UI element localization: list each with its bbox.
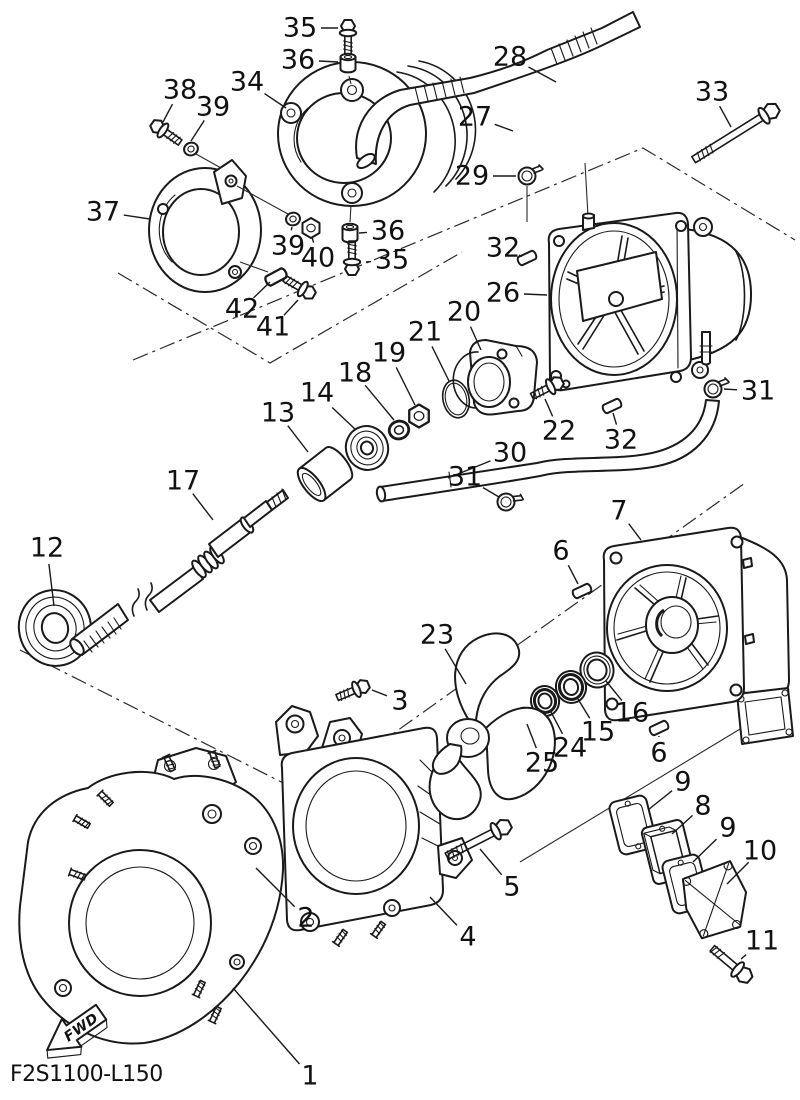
nut-40 <box>301 217 321 239</box>
leader-1 <box>232 987 301 1065</box>
bolt-3 <box>332 675 373 707</box>
bolt-35-top <box>338 18 358 55</box>
leader-17 <box>192 493 214 521</box>
pin-6-upper <box>570 581 594 601</box>
leader-28 <box>528 66 557 83</box>
hose-clamp-31-right <box>703 377 730 399</box>
leader-31 <box>723 388 738 391</box>
leader-24 <box>550 711 564 735</box>
leader-21 <box>431 346 450 382</box>
leader-42 <box>253 281 271 299</box>
leader-lines <box>48 27 750 1065</box>
leader-30 <box>447 460 491 479</box>
leader-22 <box>544 398 554 417</box>
spacer-13 <box>296 446 354 502</box>
leader-5 <box>479 848 503 876</box>
leader-8 <box>671 814 694 835</box>
impeller-housing-4 <box>275 705 473 948</box>
rear-housing-7 <box>602 526 794 745</box>
seal-15 <box>554 670 588 704</box>
leader-33 <box>718 105 732 128</box>
leader-39 <box>290 226 293 231</box>
pump-housing-26 <box>547 211 753 392</box>
o-ring-21 <box>441 379 471 419</box>
leader-27 <box>494 123 514 132</box>
impeller-23 <box>428 632 556 820</box>
leader-34 <box>264 93 287 109</box>
leader-14 <box>331 406 357 431</box>
leader-36 <box>358 231 368 234</box>
leader-41 <box>283 299 299 316</box>
bolt-38 <box>146 115 186 151</box>
leader-31 <box>482 486 500 498</box>
leader-20 <box>469 326 482 351</box>
hose-27-28 <box>355 11 641 170</box>
leader-25 <box>526 723 537 749</box>
seal-24 <box>529 685 561 717</box>
leader-39 <box>190 120 205 142</box>
leader-2 <box>255 867 296 908</box>
leader-6 <box>567 564 579 585</box>
leader-18 <box>364 384 395 421</box>
leader-3 <box>371 689 388 697</box>
hose-clamp-31-left <box>494 488 526 516</box>
leader-4 <box>429 896 458 926</box>
leader-16 <box>605 680 623 702</box>
leader-40 <box>311 236 315 243</box>
leader-9 <box>692 838 717 863</box>
hose-30 <box>375 399 720 503</box>
ring-16 <box>579 651 615 689</box>
pin-6-lower <box>647 718 671 738</box>
nut-19 <box>408 403 430 429</box>
leader-32 <box>518 254 523 258</box>
bolt-41 <box>279 270 320 304</box>
mount-bracket-37 <box>148 153 289 293</box>
washer-18 <box>385 417 413 443</box>
drive-shaft-17 <box>69 488 289 656</box>
leader-13 <box>287 425 309 453</box>
leader-36 <box>318 60 339 63</box>
bolt-5 <box>444 818 513 861</box>
bushing-36-bottom <box>341 222 359 244</box>
leader-10 <box>726 861 750 885</box>
leader-32 <box>612 412 618 425</box>
leader-9 <box>647 790 673 811</box>
bolt-35-bottom <box>342 240 362 276</box>
leader-38 <box>162 103 174 123</box>
bushing-36-top <box>339 52 357 74</box>
leader-12 <box>48 563 55 607</box>
pin-32-lower <box>600 396 624 416</box>
outlet-cap-20 <box>452 339 538 416</box>
leader-37 <box>123 214 151 220</box>
leader-26 <box>523 293 548 296</box>
pin-32-upper <box>515 248 539 268</box>
leader-23 <box>444 648 467 685</box>
leader-7 <box>628 523 642 541</box>
leader-19 <box>395 366 416 406</box>
diagram-code: F2S1100-L150 <box>10 1062 163 1087</box>
bolt-33 <box>691 102 781 164</box>
hose-clamp-29 <box>517 164 544 186</box>
bolt-11 <box>709 944 754 984</box>
leader-11 <box>740 954 747 960</box>
leader-15 <box>577 698 591 719</box>
bearing-14 <box>344 425 390 471</box>
